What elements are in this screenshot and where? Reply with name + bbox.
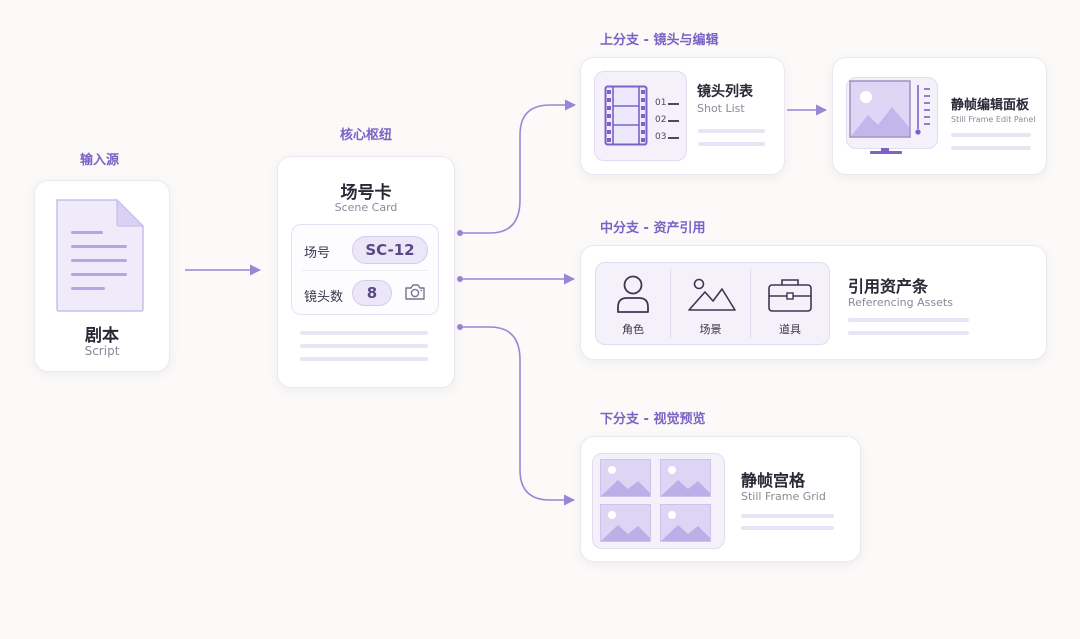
landscape-icon (688, 278, 736, 311)
shot-list-title: 镜头列表 (697, 84, 753, 100)
shot-list-preview: 01 02 03 (594, 71, 687, 161)
document-icon (56, 198, 145, 312)
camera-icon[interactable] (404, 283, 426, 301)
assets-subtitle: Referencing Assets (848, 296, 953, 309)
shot-list-card[interactable]: 01 02 03 镜头列表 Shot List (580, 57, 785, 175)
still-frame-grid (592, 453, 725, 549)
upper-branch-arrow (460, 99, 577, 234)
edit-panel-title: 静帧编辑面板 (951, 98, 1030, 113)
scene-card-subtitle: Scene Card (334, 201, 398, 214)
asset-item-prop[interactable]: 道具 (751, 263, 829, 344)
asset-label: 角色 (622, 323, 644, 336)
film-strip-icon (604, 85, 648, 146)
toolbox-icon (768, 279, 812, 312)
shot-row-number: 02 (655, 115, 667, 125)
shot-row-number: 03 (655, 132, 667, 142)
hub-label: 核心枢纽 (340, 128, 393, 143)
script-subtitle: Script (84, 344, 120, 358)
scene-card[interactable]: 场号卡 Scene Card 场号 SC-12 镜头数 8 (277, 156, 455, 388)
lower-branch-label: 下分支 - 视觉预览 (600, 412, 706, 427)
scene-number-label: 场号 (304, 246, 331, 261)
image-thumbnail-icon (600, 459, 711, 542)
asset-item-character[interactable]: 角色 (596, 263, 670, 344)
assets-title: 引用资产条 (848, 277, 929, 296)
upper-branch-label: 上分支 - 镜头与编辑 (600, 33, 719, 48)
middle-branch-label: 中分支 - 资产引用 (600, 221, 706, 236)
shot-count-value[interactable]: 8 (352, 280, 392, 306)
grid-card[interactable]: 静帧宫格 Still Frame Grid (580, 436, 861, 562)
person-icon (617, 275, 649, 313)
edit-panel-card[interactable]: 静帧编辑面板 Still Frame Edit Panel (832, 57, 1047, 175)
shot-row-number: 01 (655, 98, 667, 108)
shot-count-label: 镜头数 (304, 290, 344, 305)
edit-panel-subtitle: Still Frame Edit Panel (951, 115, 1036, 124)
asset-label: 场景 (699, 323, 722, 336)
scene-fields-box: 场号 SC-12 镜头数 8 (291, 224, 439, 315)
lower-branch-arrow (460, 326, 576, 506)
script-title: 剧本 (85, 326, 119, 346)
input-source-label: 输入源 (80, 153, 120, 168)
asset-strip: 角色 场景 道具 (595, 262, 830, 345)
shot-list-subtitle: Shot List (697, 102, 745, 115)
monitor-icon (849, 80, 930, 154)
asset-label: 道具 (779, 323, 801, 336)
scene-number-value[interactable]: SC-12 (352, 236, 428, 264)
grid-card-title: 静帧宫格 (741, 471, 806, 490)
scene-card-title: 场号卡 (340, 183, 392, 203)
grid-card-subtitle: Still Frame Grid (741, 490, 826, 503)
script-card[interactable]: 剧本 Script (34, 180, 170, 372)
asset-item-scene[interactable]: 场景 (671, 263, 750, 344)
assets-card[interactable]: 角色 场景 道具 引用资产条 Referencing Assets (580, 245, 1047, 360)
